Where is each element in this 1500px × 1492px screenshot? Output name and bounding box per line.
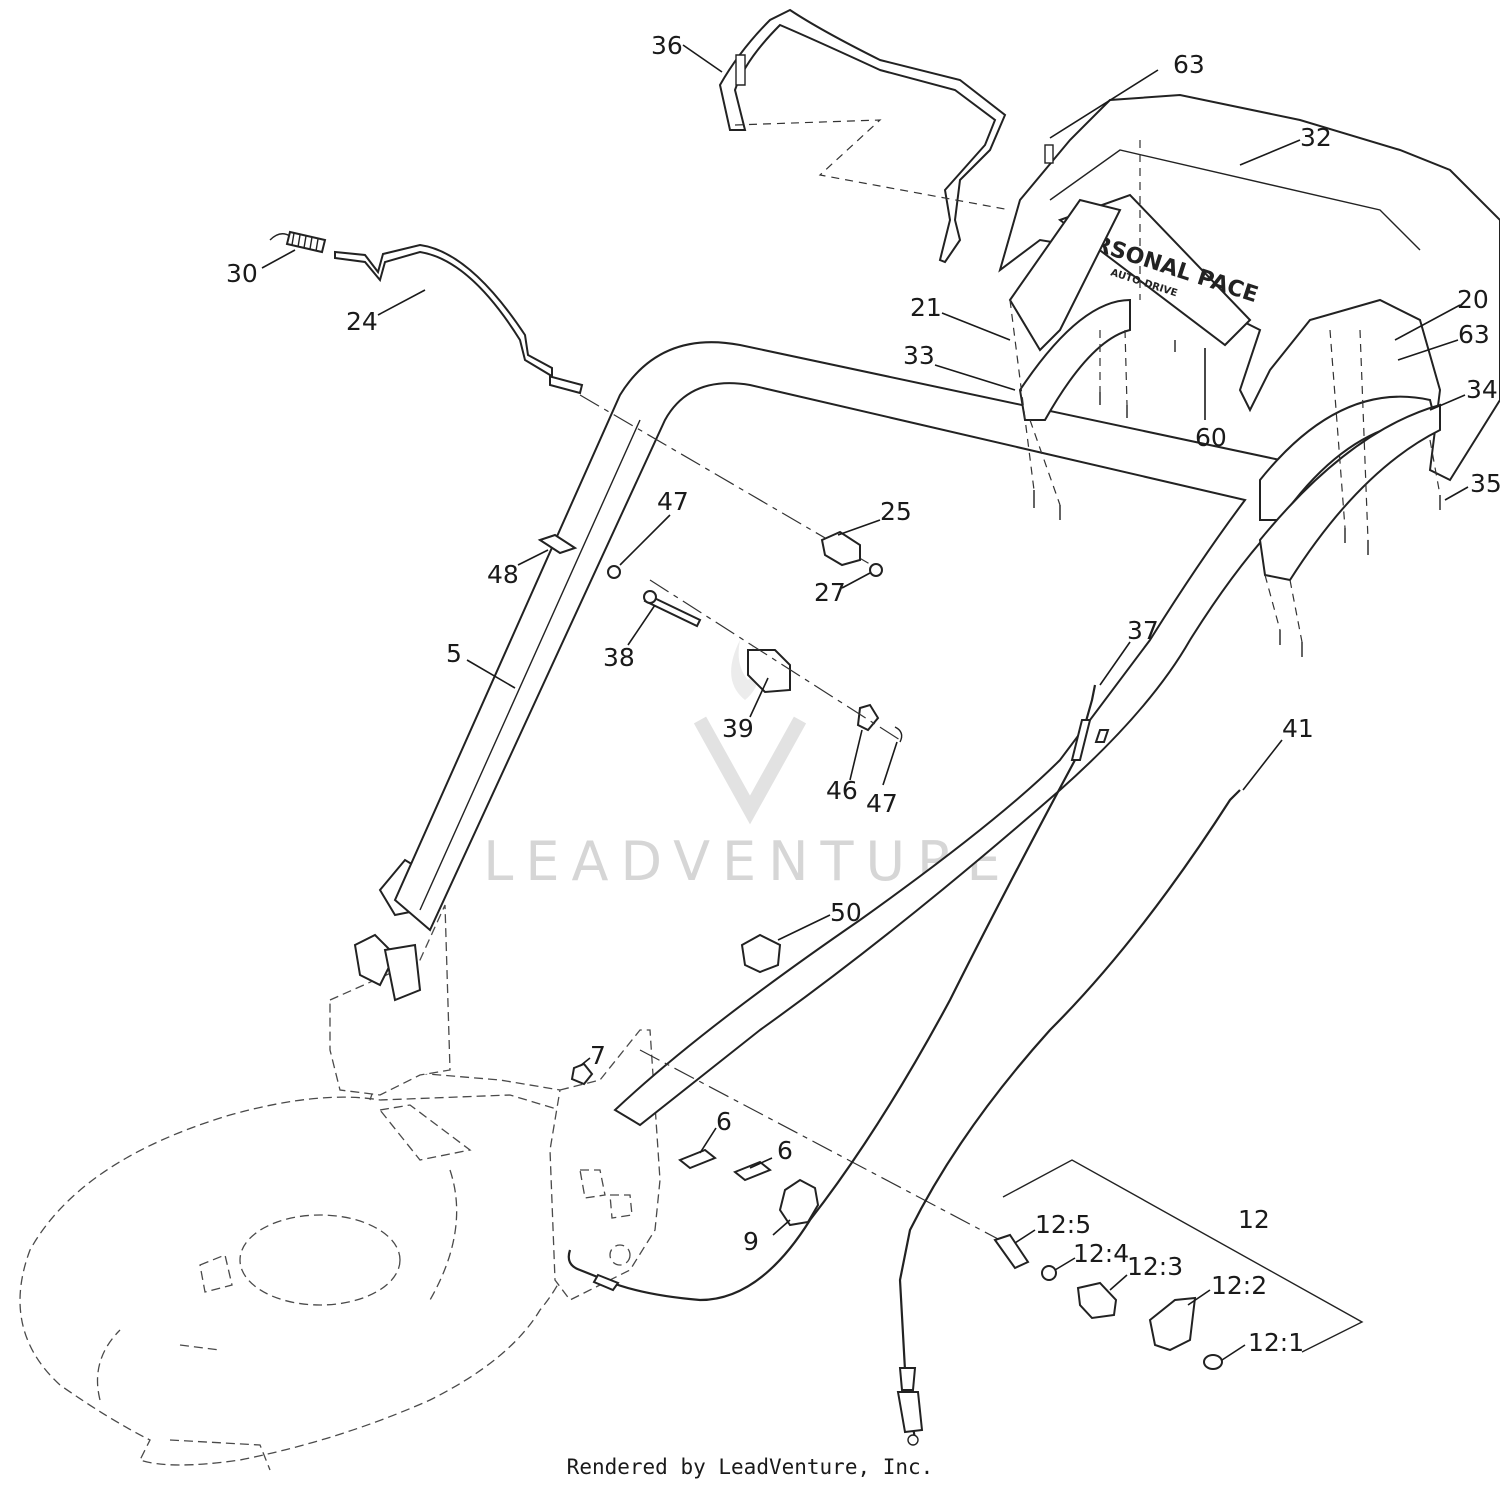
callout-37: 37 xyxy=(1127,616,1159,645)
callout-50: 50 xyxy=(830,898,862,927)
callout-5: 5 xyxy=(446,639,462,668)
cover-assembly-lines xyxy=(1009,140,1441,643)
callout-60: 60 xyxy=(1195,423,1227,452)
callout-39: 39 xyxy=(722,714,754,743)
callout-46: 46 xyxy=(826,776,858,805)
callout-35: 35 xyxy=(1470,469,1500,498)
callout-25: 25 xyxy=(880,497,912,526)
block-39 xyxy=(747,649,791,694)
right-handle-bracket xyxy=(549,1029,661,1301)
callout-34: 34 xyxy=(1466,375,1498,404)
callout-63-top: 63 xyxy=(1173,50,1205,79)
handle-hardware xyxy=(537,530,903,1227)
callout-27: 27 xyxy=(814,578,846,607)
clip-48 xyxy=(537,533,578,555)
leadventure-watermark: LEADVENTURE xyxy=(483,640,1001,893)
knob-assembly-12 xyxy=(993,1159,1364,1370)
part-12-5 xyxy=(993,1233,1030,1270)
callout-48: 48 xyxy=(487,560,519,589)
spring-30 xyxy=(269,230,327,254)
callout-12-2: 12:2 xyxy=(1211,1271,1267,1300)
leader-lines xyxy=(261,44,1469,1361)
handle-cover: PERSONAL PACE AUTO-DRIVE xyxy=(998,93,1500,582)
bail-36 xyxy=(718,8,1007,264)
pin-6-b xyxy=(733,1160,772,1182)
bushing-25 xyxy=(820,530,861,567)
spacer-46 xyxy=(856,703,880,732)
mower-deck xyxy=(19,1069,577,1471)
callout-63-right: 63 xyxy=(1458,320,1490,349)
bolt-axis-line xyxy=(649,579,901,741)
watermark-flame-icon xyxy=(731,640,759,700)
watermark-logo-icon xyxy=(693,716,807,825)
pin-63-a xyxy=(1044,144,1054,164)
nut-47-a xyxy=(607,565,621,579)
rod-24 xyxy=(334,243,584,395)
callout-21: 21 xyxy=(910,293,942,322)
render-credit: Rendered by LeadVenture, Inc. xyxy=(566,1455,934,1479)
pin-6-a xyxy=(678,1148,717,1170)
screw-set-35 xyxy=(1033,340,1441,657)
callout-47-lower: 47 xyxy=(866,789,898,818)
callout-6-lower: 6 xyxy=(777,1136,793,1165)
callout-labels: 36 63 32 30 24 21 33 20 63 34 60 35 47 2… xyxy=(226,31,1500,1357)
main-handle xyxy=(393,341,1299,1127)
callout-38: 38 xyxy=(603,643,635,672)
part-12-1 xyxy=(1203,1354,1223,1370)
switch-50 xyxy=(740,933,782,974)
knob-axis-line xyxy=(639,1049,1001,1241)
callout-12-5: 12:5 xyxy=(1035,1210,1091,1239)
callout-32: 32 xyxy=(1300,123,1332,152)
callout-30: 30 xyxy=(226,259,258,288)
callout-33: 33 xyxy=(903,341,935,370)
cable-41 xyxy=(896,789,1241,1446)
callout-36: 36 xyxy=(651,31,683,60)
callout-47-upper: 47 xyxy=(657,487,689,516)
clip-47-b xyxy=(894,726,903,743)
bail-assembly-line xyxy=(734,119,1011,211)
callout-6-upper: 6 xyxy=(716,1107,732,1136)
washer-27 xyxy=(869,563,883,577)
callout-12-4: 12:4 xyxy=(1073,1239,1129,1268)
part-12-3 xyxy=(1076,1281,1118,1320)
cable-37 xyxy=(567,684,1110,1302)
callout-41: 41 xyxy=(1282,714,1314,743)
callout-12-3: 12:3 xyxy=(1127,1252,1183,1281)
knob-9 xyxy=(778,1178,820,1227)
callout-24: 24 xyxy=(346,307,378,336)
callout-12-1: 12:1 xyxy=(1248,1328,1304,1357)
part-12-2 xyxy=(1148,1296,1197,1352)
callout-12: 12 xyxy=(1238,1205,1270,1234)
nut-7 xyxy=(570,1062,594,1086)
part-12-4 xyxy=(1041,1265,1057,1281)
callout-20: 20 xyxy=(1457,285,1489,314)
callout-9: 9 xyxy=(743,1227,759,1256)
callout-7: 7 xyxy=(590,1041,606,1070)
